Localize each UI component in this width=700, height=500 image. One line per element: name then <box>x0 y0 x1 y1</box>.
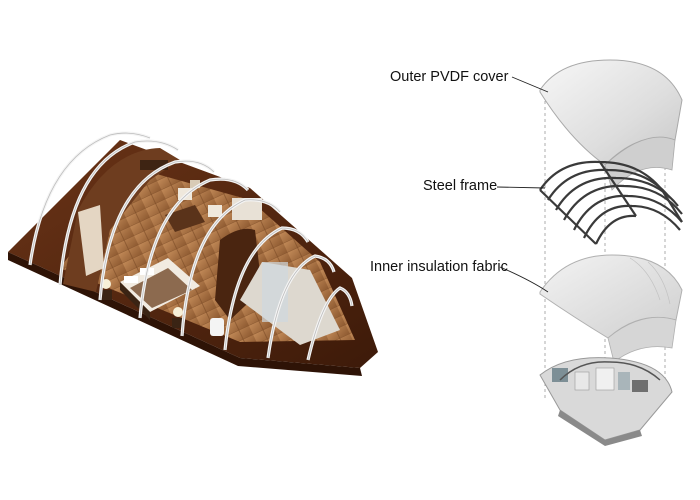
toilet <box>210 318 224 336</box>
curtain <box>78 205 104 276</box>
nightstand-right <box>172 318 184 328</box>
label-outer-pvdf-cover: Outer PVDF cover <box>390 69 509 85</box>
label-inner-insulation-fabric: Inner insulation fabric <box>370 259 508 275</box>
nightstand-left <box>100 290 112 300</box>
tv-unit <box>140 160 168 170</box>
leader-steel-frame <box>496 186 546 189</box>
leader-outer-cover <box>511 76 549 93</box>
tent-render <box>8 131 378 376</box>
interior-base-layer <box>539 357 673 446</box>
lounge-set <box>165 180 222 232</box>
arch-ribs-outline <box>29 132 353 361</box>
label-steel-frame: Steel frame <box>423 178 498 194</box>
leader-inner-fabric <box>499 266 549 293</box>
outer-pvdf-cover-layer <box>539 59 683 191</box>
steel-frame-layer <box>539 160 683 245</box>
leader-lines <box>496 76 549 293</box>
inner-insulation-fabric-layer <box>539 254 683 363</box>
lamp-right <box>173 307 183 317</box>
